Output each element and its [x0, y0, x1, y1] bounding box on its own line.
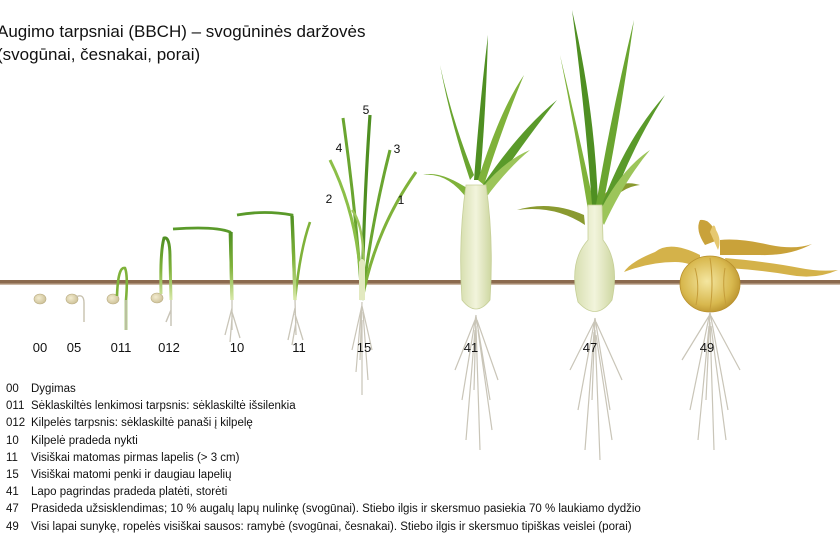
stage-00-plant — [34, 294, 46, 304]
legend-code: 012 — [6, 415, 31, 432]
stage-label-00: 00 — [33, 340, 47, 355]
legend-text: Dygimas — [31, 381, 76, 398]
stage-15-plant — [330, 115, 416, 395]
diagram-title: Augimo tarpsniai (BBCH) – svogūninės dar… — [0, 20, 437, 66]
leaf-number-3: 3 — [394, 142, 401, 156]
legend-code: 11 — [6, 450, 31, 467]
stage-label-47: 47 — [583, 340, 597, 355]
legend-code: 49 — [6, 519, 31, 536]
legend-code: 15 — [6, 467, 31, 484]
legend-code: 47 — [6, 501, 31, 518]
leaf-number-4: 4 — [336, 141, 343, 155]
stage-label-05: 05 — [67, 340, 81, 355]
stage-label-15: 15 — [357, 340, 371, 355]
title-line-2: (svogūnai, česnakai, porai) — [0, 43, 437, 66]
leaf-number-5: 5 — [363, 103, 370, 117]
legend-text: Sėklaskiltės lenkimosi tarpsnis: sėklask… — [31, 398, 296, 415]
legend-code: 10 — [6, 433, 31, 450]
title-line-1: Augimo tarpsniai (BBCH) – svogūninės dar… — [0, 20, 437, 43]
legend-code: 011 — [6, 398, 31, 415]
legend-text: Visiškai matomas pirmas lapelis (> 3 cm) — [31, 450, 239, 467]
legend-text: Lapo pagrindas pradeda platėti, storėti — [31, 484, 227, 501]
stage-05-plant — [66, 294, 84, 322]
stage-label-49: 49 — [700, 340, 714, 355]
stage-label-011: 011 — [111, 340, 132, 355]
legend-code: 00 — [6, 381, 31, 398]
stage-label-012: 012 — [158, 340, 180, 355]
legend-text: Kilpelė pradeda nykti — [31, 433, 138, 450]
leaf-number-1: 1 — [398, 193, 405, 207]
legend-text: Visiškai matomi penki ir daugiau lapelių — [31, 467, 232, 484]
legend-code: 41 — [6, 484, 31, 501]
legend-text: Prasideda užsisklendimas; 10 % augalų la… — [31, 501, 641, 518]
stage-49-plant — [624, 220, 838, 450]
stage-label-11: 11 — [292, 340, 306, 355]
stage-11-plant — [237, 213, 310, 346]
stage-011-plant — [107, 268, 127, 330]
stage-label-10: 10 — [230, 340, 244, 355]
leaf-number-2: 2 — [326, 192, 333, 206]
legend-text: Kilpelės tarpsnis: sėklaskiltė panaši į … — [31, 415, 253, 432]
legend-text: Visi lapai sunykę, ropelės visiškai saus… — [31, 519, 632, 536]
stage-label-41: 41 — [464, 340, 478, 355]
